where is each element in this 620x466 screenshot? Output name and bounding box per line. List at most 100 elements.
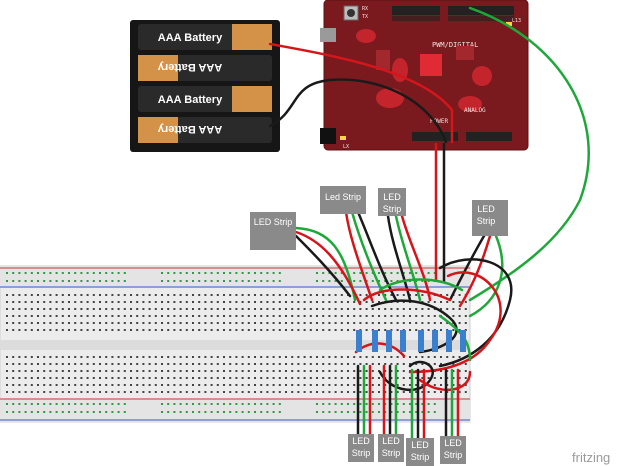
breadboard-hole (18, 403, 21, 405)
rx-label: RX (362, 6, 368, 12)
breadboard-hole (458, 377, 461, 379)
breadboard-hole (235, 370, 238, 372)
breadboard-hole (278, 370, 281, 372)
breadboard-hole (55, 370, 58, 372)
breadboard-hole (30, 322, 33, 324)
breadboard-hole (322, 308, 325, 310)
breadboard-hole (440, 370, 442, 372)
breadboard-hole (359, 363, 362, 365)
battery-cap (232, 86, 272, 112)
breadboard-hole (173, 322, 176, 324)
breadboard-hole (30, 315, 33, 317)
breadboard-hole (210, 384, 213, 386)
breadboard-hole (247, 391, 250, 393)
breadboard-hole (334, 403, 337, 405)
breadboard-hole (365, 391, 368, 393)
breadboard-hole (427, 391, 430, 393)
breadboard-hole (365, 329, 368, 331)
breadboard-hole (260, 280, 263, 282)
breadboard-hole (30, 294, 33, 296)
breadboard-hole (235, 384, 238, 386)
wires (268, 6, 590, 442)
breadboard-hole (74, 329, 77, 331)
breadboard-hole (99, 308, 101, 310)
breadboard-hole (278, 391, 281, 393)
breadboard-hole (415, 315, 418, 317)
breadboard-hole (161, 272, 163, 274)
breadboard-hole (18, 280, 21, 282)
breadboard-hole (396, 356, 399, 358)
breadboard-hole (266, 356, 269, 358)
breadboard-hole (185, 280, 188, 282)
breadboard-hole (49, 403, 52, 405)
breadboard-hole (303, 301, 306, 303)
breadboard-hole (68, 322, 70, 324)
breadboard-hole (235, 391, 238, 393)
breadboard-hole (365, 384, 368, 386)
breadboard-hole (247, 294, 250, 296)
breadboard-hole (427, 308, 430, 310)
breadboard-hole (241, 377, 244, 379)
breadboard-hole (458, 294, 461, 296)
breadboard-hole (92, 308, 95, 310)
breadboard-hole (433, 377, 436, 379)
breadboard-hole (266, 377, 269, 379)
breadboard-hole (303, 377, 306, 379)
breadboard-hole (30, 370, 33, 372)
arduino-board: PWM/DIGITAL ANALOG POWER RX TX L13 LX (320, 0, 529, 151)
breadboard-hole (359, 403, 362, 405)
breadboard-hole (161, 322, 163, 324)
breadboard-hole (316, 370, 318, 372)
breadboard-hole (371, 280, 374, 282)
breadboard-hole (130, 370, 132, 372)
breadboard-hole (61, 294, 64, 296)
breadboard-hole (117, 272, 120, 274)
breadboard-hole (117, 301, 120, 303)
breadboard-hole (216, 377, 219, 379)
breadboard-hole (266, 403, 269, 405)
breadboard-hole (117, 391, 120, 393)
breadboard-hole (340, 280, 343, 282)
breadboard-hole (92, 370, 95, 372)
breadboard-hole (111, 280, 114, 282)
breadboard-hole (309, 363, 312, 365)
breadboard-hole (223, 322, 225, 324)
breadboard-hole (43, 315, 46, 317)
breadboard-hole (247, 272, 250, 274)
breadboard-hole (223, 363, 225, 365)
breadboard-hole (291, 301, 294, 303)
breadboard-hole (334, 384, 337, 386)
breadboard-hole (260, 356, 263, 358)
breadboard-hole (464, 363, 467, 365)
breadboard-hole (55, 308, 58, 310)
breadboard-hole (371, 384, 374, 386)
breadboard-hole (278, 301, 281, 303)
breadboard-hole (278, 308, 281, 310)
breadboard-hole (328, 384, 331, 386)
breadboard-hole (24, 363, 27, 365)
breadboard-hole (458, 301, 461, 303)
breadboard-hole (6, 356, 8, 358)
breadboard-hole (409, 384, 411, 386)
breadboard-hole (285, 384, 287, 386)
breadboard-hole (154, 356, 157, 358)
breadboard-hole (123, 411, 126, 413)
breadboard-hole (136, 384, 139, 386)
breadboard-hole (384, 356, 387, 358)
breadboard-hole (86, 301, 89, 303)
breadboard-hole (266, 329, 269, 331)
breadboard-hole (154, 363, 157, 365)
breadboard-hole (316, 280, 318, 282)
breadboard-hole (30, 329, 33, 331)
breadboard-hole (223, 308, 225, 310)
breadboard-hole (322, 370, 325, 372)
breadboard-hole (179, 294, 182, 296)
breadboard-hole (18, 356, 21, 358)
breadboard-hole (80, 370, 83, 372)
breadboard-hole (260, 301, 263, 303)
breadboard-hole (123, 363, 126, 365)
breadboard-hole (303, 329, 306, 331)
breadboard-hole (309, 294, 312, 296)
breadboard-hole (235, 280, 238, 282)
